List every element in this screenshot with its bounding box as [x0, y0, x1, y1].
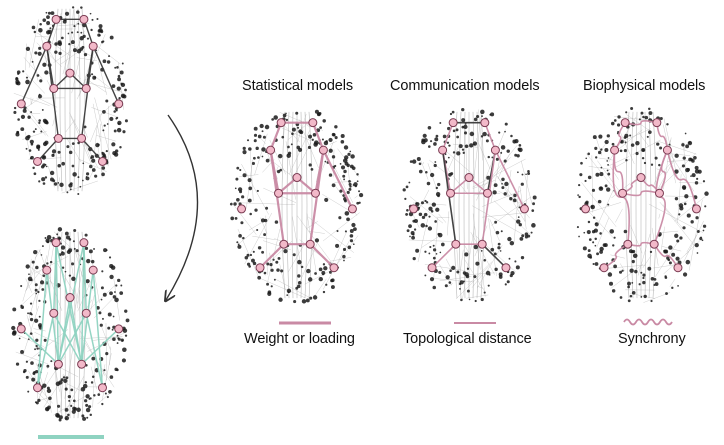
- communication-models-title: Communication models: [390, 78, 540, 94]
- biophysical-models-title: Biophysical models: [583, 78, 706, 94]
- functional-network-brain: [11, 227, 130, 422]
- synchrony-key-wave: [623, 318, 673, 326]
- synchrony-label: Synchrony: [618, 331, 686, 347]
- topological-key-line: [454, 322, 496, 324]
- functional-key-line: [38, 435, 104, 439]
- weight-or-loading-label: Weight or loading: [244, 331, 355, 347]
- topological-distance-label: Topological distance: [403, 331, 532, 347]
- statistical-model-brain: [229, 109, 364, 304]
- statistical-models-title: Statistical models: [242, 78, 354, 94]
- mapping-arrow: [166, 114, 199, 300]
- biophysical-model-brain: [576, 107, 709, 303]
- weight-key-line: [279, 321, 331, 325]
- structural-network-brain: [13, 6, 128, 196]
- communication-model-brain: [402, 107, 537, 303]
